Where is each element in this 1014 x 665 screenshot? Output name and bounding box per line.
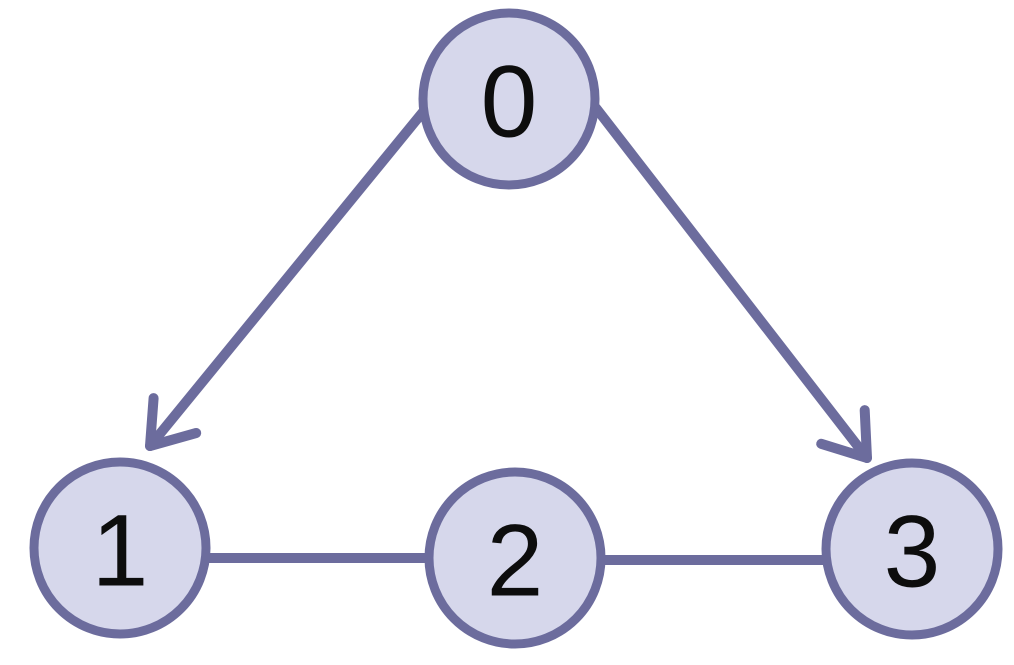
graph-edge-0-1 — [145, 91, 441, 451]
node-label-1: 1 — [92, 494, 149, 608]
arrowhead-icon-0-3 — [816, 405, 872, 463]
node-label-3: 3 — [884, 495, 941, 609]
graph-node-0 — [418, 8, 600, 190]
arrowhead-icon-0-1 — [145, 393, 202, 451]
graph-node-3 — [821, 458, 1003, 640]
graph-node-2 — [424, 467, 606, 649]
graph-node-1 — [29, 457, 211, 639]
graph-edge-0-3 — [591, 103, 872, 463]
node-label-2: 2 — [487, 504, 544, 618]
node-label-0: 0 — [481, 45, 538, 159]
